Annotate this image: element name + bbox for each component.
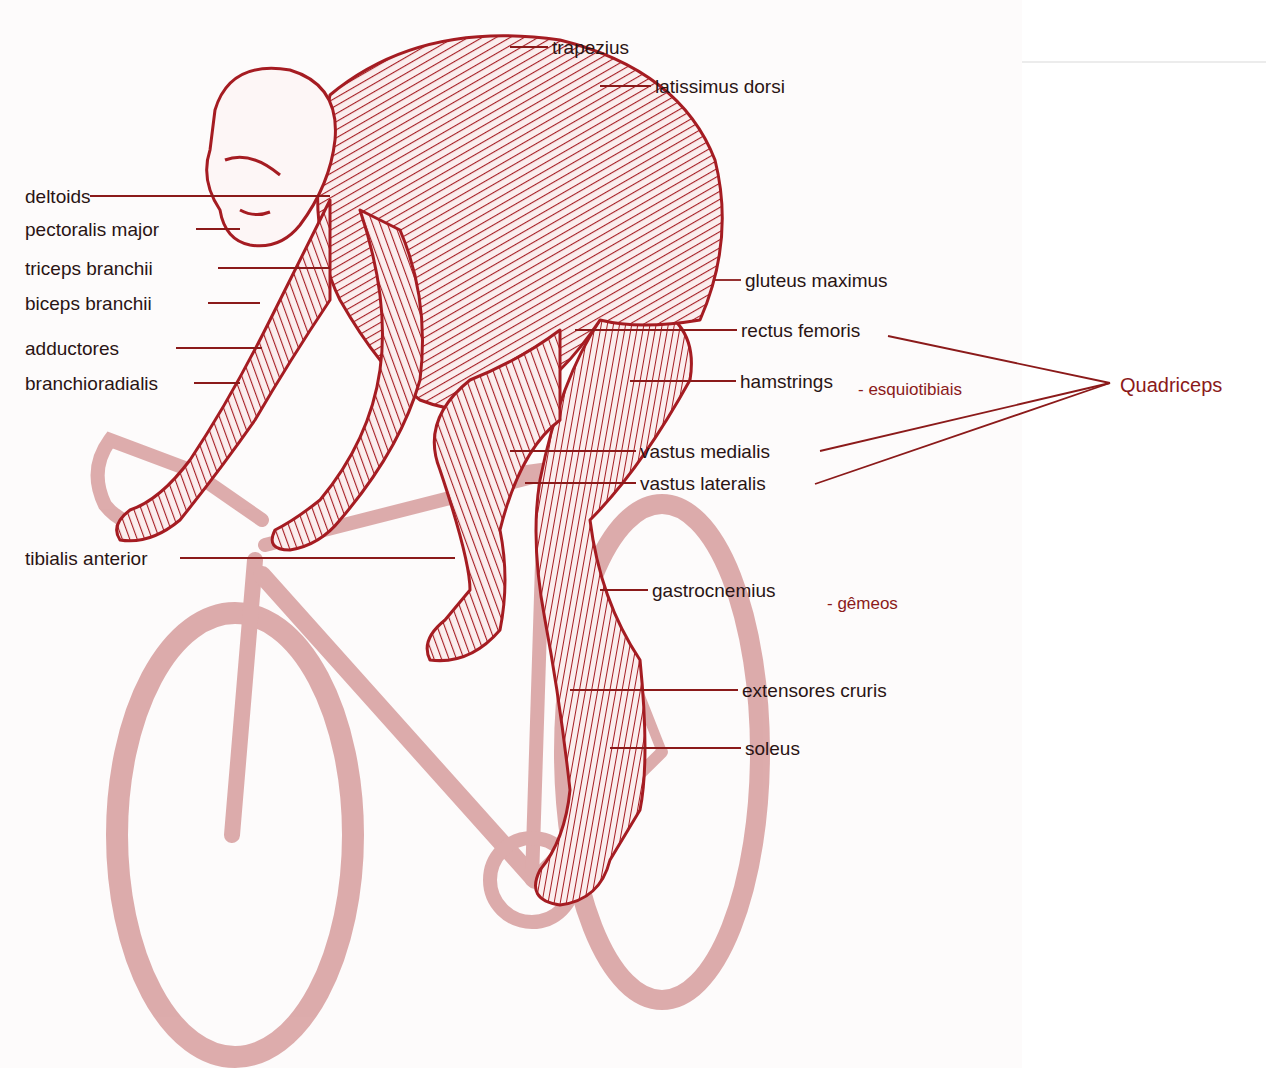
muscle-label: gluteus maximus [745, 271, 888, 290]
muscle-label: latissimus dorsi [655, 77, 785, 96]
muscle-label: deltoids [25, 187, 91, 206]
muscle-label: - gêmeos [827, 595, 898, 612]
muscle-label: soleus [745, 739, 800, 758]
muscle-label: triceps branchii [25, 259, 153, 278]
muscle-label: adductores [25, 339, 119, 358]
muscle-label: pectoralis major [25, 220, 159, 239]
bicycle [98, 440, 760, 1057]
panel-bg [1022, 0, 1266, 1068]
muscle-label: rectus femoris [741, 321, 860, 340]
panel-rule [1022, 61, 1266, 63]
muscle-label: vastus medialis [640, 442, 770, 461]
leader-lines [90, 47, 1110, 748]
muscle-label: branchioradialis [25, 374, 158, 393]
muscle-label: biceps branchii [25, 294, 152, 313]
rider-body [117, 36, 723, 905]
muscle-label: vastus lateralis [640, 474, 766, 493]
muscle-label: tibialis anterior [25, 549, 148, 568]
muscle-label: extensores cruris [742, 681, 887, 700]
muscle-label: trapezius [552, 38, 629, 57]
muscle-label: hamstrings [740, 372, 833, 391]
muscle-label: - esquiotibiais [858, 381, 962, 398]
muscle-label: gastrocnemius [652, 581, 776, 600]
muscle-label: Quadriceps [1120, 375, 1222, 395]
